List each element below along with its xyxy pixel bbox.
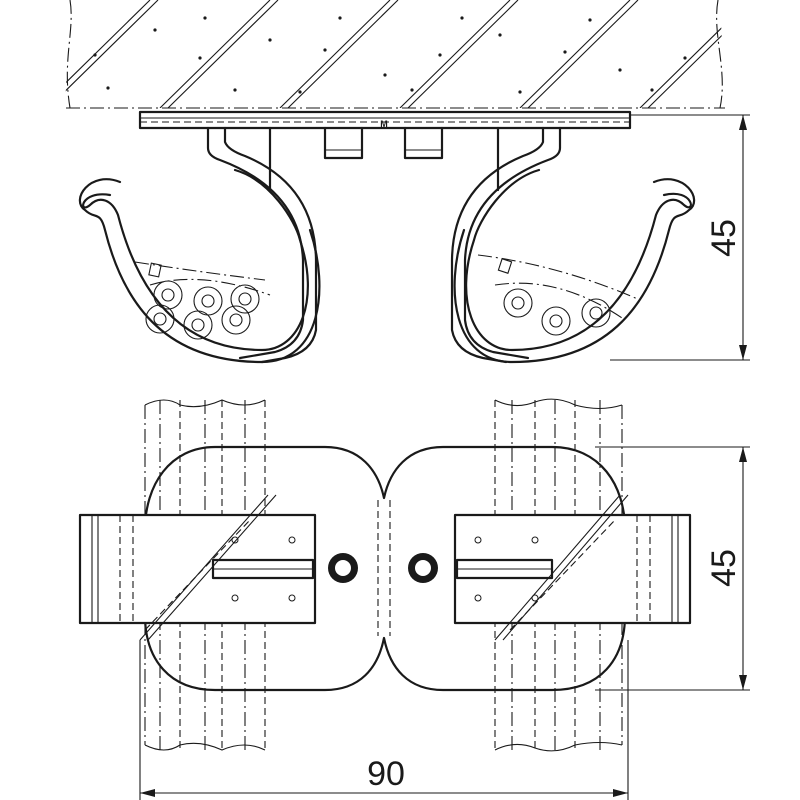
ceiling-slab [65, 0, 725, 109]
top-view-width-dimension: 90 [139, 640, 629, 800]
top-view-width-label: 90 [367, 755, 405, 793]
fixing-hole-left [328, 553, 358, 583]
center-mark: M [380, 119, 388, 129]
fixing-lug-right [403, 126, 444, 160]
cable-bundle-right [494, 398, 623, 752]
front-view-height-label: 45 [705, 219, 743, 257]
base-plate: M [138, 110, 632, 130]
top-view: 45 90 [78, 398, 750, 800]
ceiling-hatching [65, 0, 725, 108]
strap-right [453, 494, 692, 641]
front-view-height-dimension: 45 [610, 114, 750, 361]
top-view-height-dimension: 45 [595, 446, 750, 691]
fixing-hole-right [408, 553, 438, 583]
front-view: M [65, 0, 750, 364]
fixing-lug-left [323, 126, 364, 160]
cable-clip-left [78, 126, 321, 364]
strap-left [78, 494, 317, 641]
top-view-height-label: 45 [705, 549, 743, 587]
cable-clip-right [450, 126, 696, 364]
